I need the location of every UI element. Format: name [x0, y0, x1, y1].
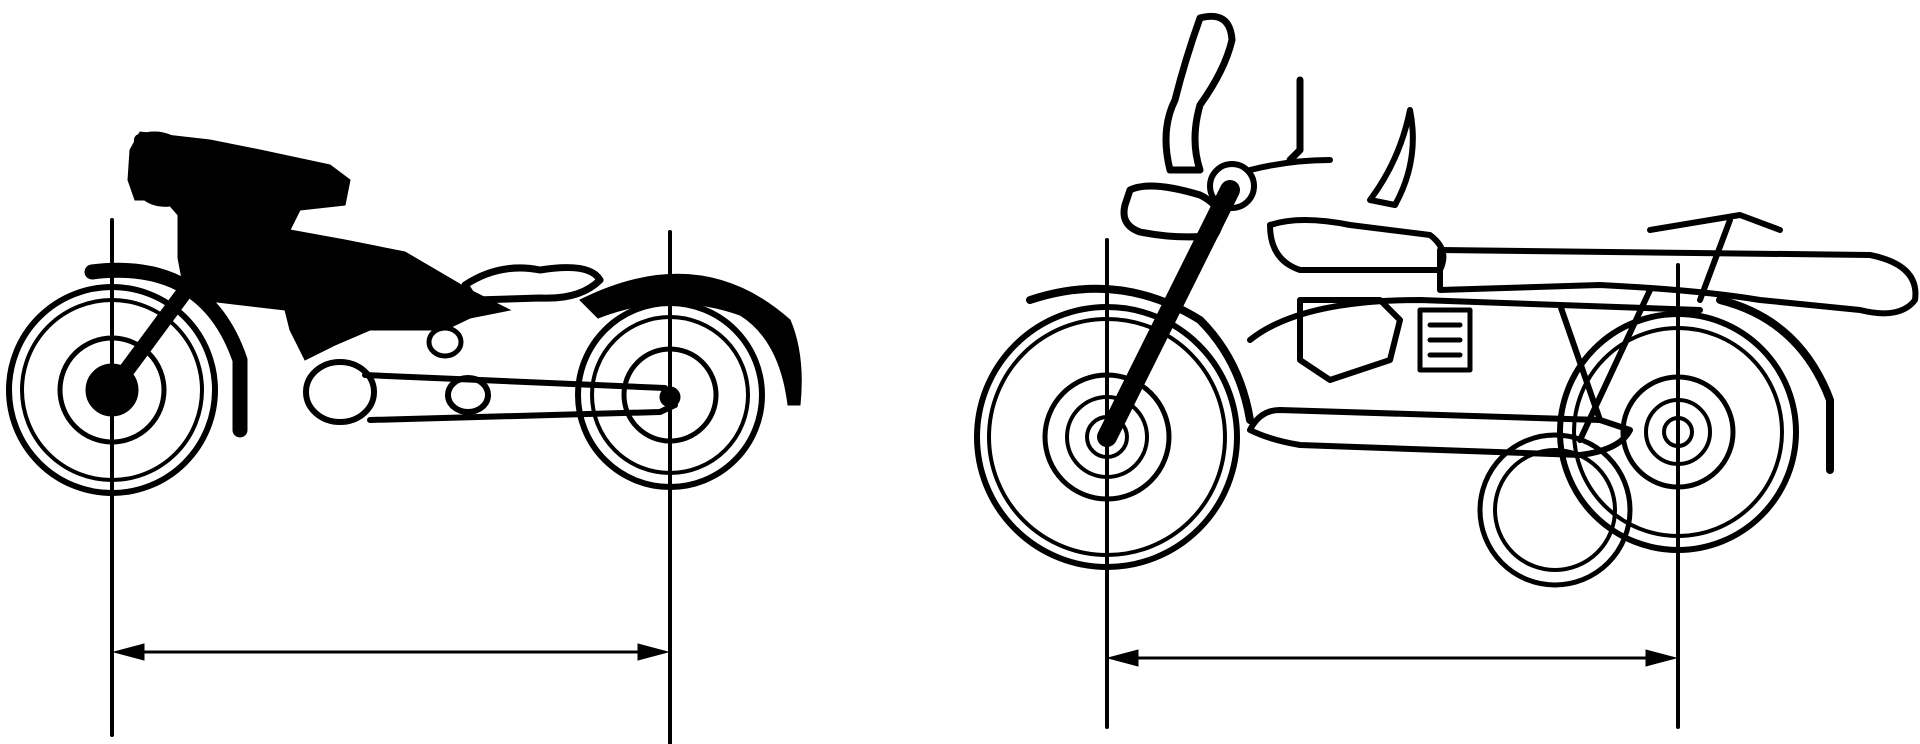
handlebar [1120, 182, 1224, 241]
headlamp [1207, 161, 1257, 211]
mirror [1286, 76, 1304, 164]
front-fork [104, 282, 194, 398]
front-fork [1097, 180, 1240, 447]
motorcycle-with-sidecar [974, 12, 1919, 729]
exhaust [1247, 407, 1633, 458]
sidecar-rail [1647, 212, 1783, 303]
fuel-tank-frame [127, 131, 512, 361]
engine [303, 359, 377, 425]
engine-cover [426, 325, 464, 359]
solo-motorcycle [6, 131, 802, 744]
engine-detail [445, 375, 491, 415]
dimension-arrow-icon [112, 643, 670, 661]
front-mudguard [1026, 284, 1254, 424]
sidecar-body [1437, 247, 1919, 317]
dimension-arrow-icon [1106, 649, 1678, 667]
fuel-tank [1267, 217, 1447, 273]
engine-cylinders [1417, 307, 1473, 373]
seat [461, 264, 604, 304]
sidecar-wheel [1477, 432, 1633, 588]
sidecar-screen [1367, 107, 1416, 208]
windshield [1162, 12, 1236, 174]
rear-fender [1716, 296, 1834, 474]
